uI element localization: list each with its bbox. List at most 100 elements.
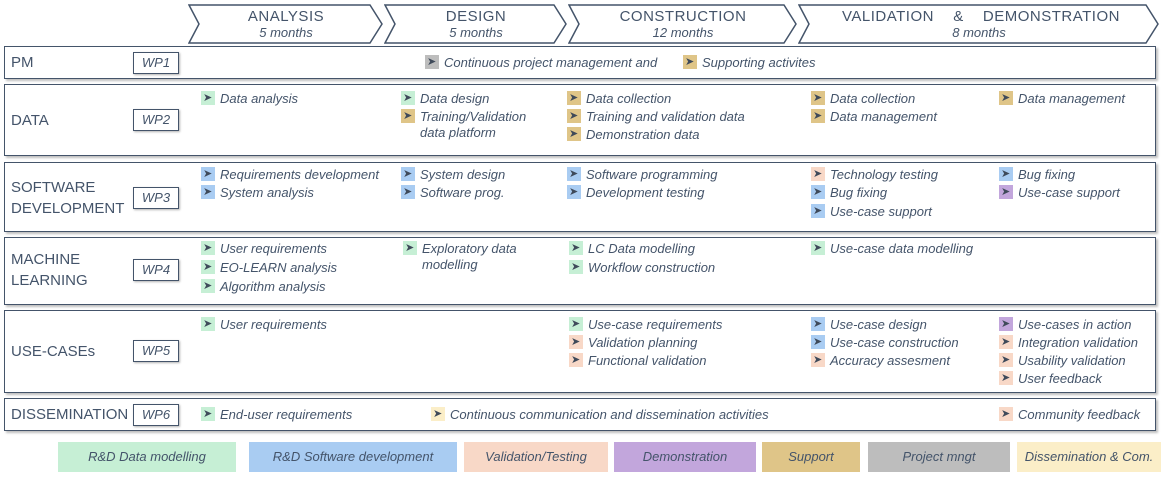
phase-months: 5 months (259, 25, 313, 40)
task: Data collection (811, 90, 916, 107)
task-text: Bug fixing (830, 185, 888, 200)
task: Use-cases in action (999, 316, 1131, 333)
task-text: Integration validation (1018, 335, 1138, 350)
legend-support: Support (762, 442, 860, 472)
wp-label-line: SOFTWARE (11, 179, 96, 196)
task: Development testing (567, 184, 705, 201)
arrow-icon (401, 108, 415, 124)
task-text: Continuous communication and disseminati… (450, 407, 769, 422)
arrow-icon (999, 166, 1013, 182)
task: Use-case data modelling (811, 240, 974, 257)
task: Use-case support (811, 203, 932, 220)
task: User requirements (201, 316, 327, 333)
task-text: Exploratory data (422, 241, 517, 256)
task: Use-case construction (811, 334, 959, 351)
arrow-icon (201, 90, 215, 106)
phase-months: 12 months (652, 25, 714, 40)
arrow-icon (999, 184, 1013, 200)
phase-months: 5 months (449, 25, 503, 40)
legend-dissemination-com: Dissemination & Com. (1017, 442, 1161, 472)
task-text: User requirements (220, 317, 327, 332)
phase-arrow-shape (188, 4, 383, 44)
wp-code: WP5 (133, 340, 179, 362)
task-text: User feedback (1018, 371, 1102, 386)
task-text: System analysis (220, 185, 314, 200)
arrow-icon (201, 166, 215, 182)
phase-arrow-shape (384, 4, 567, 44)
arrow-icon (999, 406, 1013, 422)
arrow-icon (811, 316, 825, 332)
arrow-icon (569, 334, 583, 350)
task: Data design (401, 90, 489, 107)
arrow-icon (999, 316, 1013, 332)
task-text: LC Data modelling (588, 241, 695, 256)
task-text: Use-case requirements (588, 317, 723, 332)
task-text: Community feedback (1018, 407, 1141, 422)
task-text: data platform (420, 125, 496, 140)
arrow-icon (425, 54, 439, 70)
wp-label: DATA (11, 112, 49, 129)
task-text: Data management (1018, 91, 1125, 106)
task: Data management (999, 90, 1125, 107)
phase-name-part: VALIDATION (842, 8, 934, 25)
row-pm: PM WP1 Continuous project management and… (4, 46, 1156, 79)
task-text: Training/Validation (420, 109, 527, 124)
wp-label: USE-CASEs (11, 343, 96, 360)
arrow-icon (811, 334, 825, 350)
task: Bug fixing (999, 166, 1076, 183)
arrow-icon (401, 184, 415, 200)
task-text: Continuous project management and (444, 55, 658, 70)
phase-name: DESIGN (445, 8, 507, 25)
task-text: EO-LEARN analysis (220, 260, 338, 275)
row-dissemination: DISSEMINATION WP6 End-user requirements … (4, 398, 1156, 431)
task: Requirements development (201, 166, 379, 183)
wp-code: WP1 (133, 52, 179, 74)
legend-project-mngt: Project mngt (868, 442, 1010, 472)
arrow-icon (811, 184, 825, 200)
task: System analysis (201, 184, 314, 201)
arrow-icon (811, 90, 825, 106)
phase-validation-demonstration: VALIDATION & DEMONSTRATION 8 months (798, 4, 1160, 44)
arrow-icon (431, 406, 445, 422)
task-text: Data collection (830, 91, 916, 106)
task-text: Validation planning (588, 335, 698, 350)
arrow-icon (567, 108, 581, 124)
phase-name: VALIDATION & DEMONSTRATION (798, 8, 1160, 25)
task: Validation planning (569, 334, 698, 351)
task-text: Technology testing (830, 167, 938, 182)
legend-rd-data-modelling: R&D Data modelling (58, 442, 236, 472)
task-text: Data management (830, 109, 937, 124)
wp-label: PM (11, 54, 34, 71)
row-data: DATA WP2 Data analysis Data design Train… (4, 84, 1156, 156)
task: Community feedback (999, 406, 1141, 423)
wp-label-line: MACHINE (11, 251, 81, 268)
task: Demonstration data (567, 126, 699, 143)
task: Use-case support (999, 184, 1120, 201)
task-text: Data analysis (220, 91, 299, 106)
wp-code: WP3 (133, 187, 179, 209)
task-text: Use-case support (1018, 185, 1120, 200)
task-text: Supporting activites (702, 55, 816, 70)
task: Algorithm analysis (201, 278, 326, 295)
arrow-icon (401, 90, 415, 106)
arrow-icon (683, 54, 697, 70)
task: Software programming (567, 166, 718, 183)
task-text: Algorithm analysis (220, 279, 326, 294)
phase-arrow-shape (568, 4, 797, 44)
task-text: Functional validation (588, 353, 707, 368)
task-text: Bug fixing (1018, 167, 1076, 182)
task-text: User requirements (220, 241, 327, 256)
task: Continuous communication and disseminati… (431, 406, 769, 423)
task: System design (401, 166, 505, 183)
phase-name-part: DEMONSTRATION (982, 8, 1120, 25)
legend-rd-software-development: R&D Software development (249, 442, 457, 472)
task-text: Use-case data modelling (830, 241, 974, 256)
arrow-icon (567, 90, 581, 106)
arrow-icon (811, 240, 825, 256)
